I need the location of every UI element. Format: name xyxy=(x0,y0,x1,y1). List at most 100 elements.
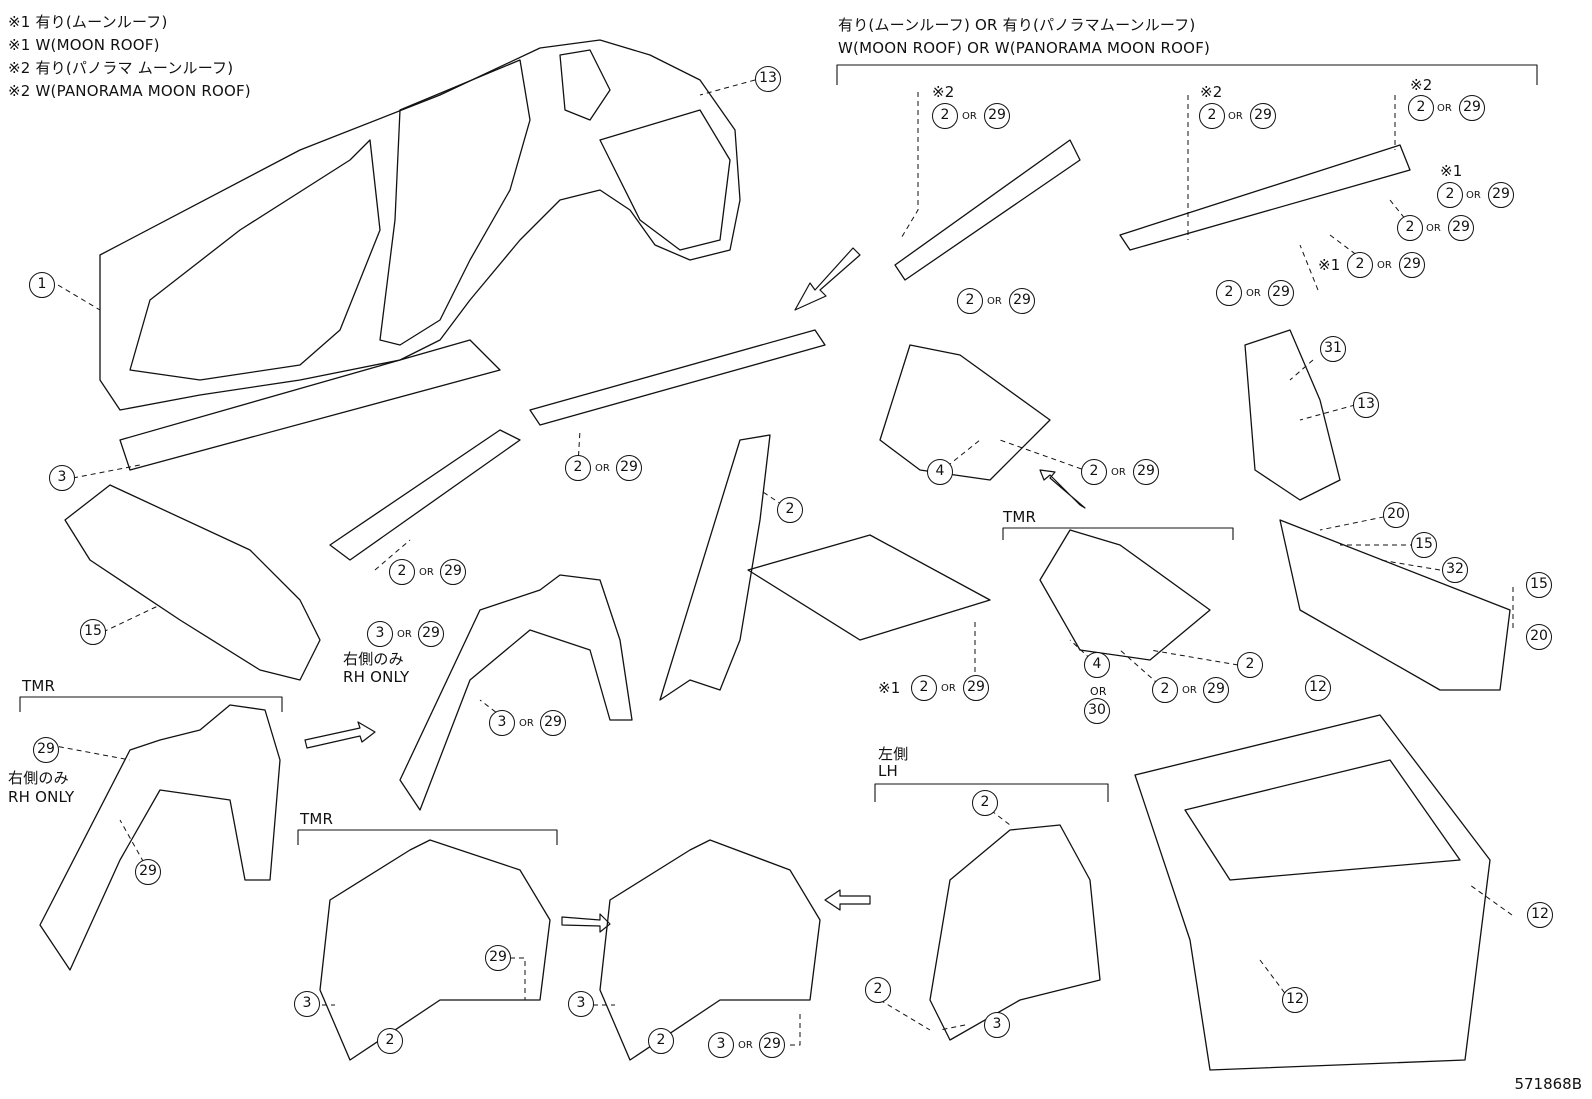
roof-panel-drawing xyxy=(747,534,991,641)
callout-29: 29 xyxy=(540,710,566,736)
mark-2: ※2 xyxy=(1410,76,1433,94)
callout-29: 29 xyxy=(759,1032,785,1058)
callout-2: 2 xyxy=(957,288,983,314)
rear-wheelhouse-drawing xyxy=(599,839,821,1061)
callout-29: 29 xyxy=(1009,288,1035,314)
mark-2: ※2 xyxy=(932,83,955,101)
callout-29: 29 xyxy=(1133,459,1159,485)
lh-en: LH xyxy=(878,762,899,780)
or-label: OR xyxy=(1246,288,1261,299)
callout-3: 3 xyxy=(708,1032,734,1058)
callout-2: 2 xyxy=(1408,95,1434,121)
rh-only-jp: 右側のみ xyxy=(8,769,69,787)
callout-2: 2 xyxy=(1199,103,1225,129)
note-1-jp: ※1 有り(ムーンルーフ) xyxy=(8,13,168,31)
callout-29: 29 xyxy=(963,675,989,701)
or-label: OR xyxy=(519,718,534,729)
callout-29: 29 xyxy=(1250,103,1276,129)
tmr-label: TMR xyxy=(1003,508,1037,526)
or-label: OR xyxy=(1426,223,1441,234)
note-2-en: ※2 W(PANORAMA MOON ROOF) xyxy=(8,82,251,100)
callout-12: 12 xyxy=(1282,987,1308,1013)
callout-12: 12 xyxy=(1527,902,1553,928)
callout-30: 31 xyxy=(1320,336,1346,362)
callout-2: 2 xyxy=(1216,280,1242,306)
callout-3: 3 xyxy=(49,465,75,491)
back-door-drawing xyxy=(1134,714,1491,1071)
mark-2: ※2 xyxy=(1200,83,1223,101)
callout-29: 29 xyxy=(485,945,511,971)
callout-32: 32 xyxy=(1442,557,1468,583)
callout-2: 2 xyxy=(911,675,937,701)
callout-2: 2 xyxy=(377,1028,403,1054)
diagram-code: 571868B xyxy=(1514,1075,1582,1093)
callout-29: 29 xyxy=(440,559,466,585)
cowl-panel-drawing xyxy=(64,484,321,681)
or-label: OR xyxy=(1228,111,1243,122)
callout-15: 15 xyxy=(1411,532,1437,558)
callout-3: 3 xyxy=(489,710,515,736)
rh-only-en: RH ONLY xyxy=(8,788,75,806)
roof-group-title-jp: 有り(ムーンルーフ) OR 有り(パノラマムーンルーフ) xyxy=(838,16,1196,34)
note-2-jp: ※2 有り(パノラマ ムーンルーフ) xyxy=(8,59,234,77)
roof-group-title-en: W(MOON ROOF) OR W(PANORAMA MOON ROOF) xyxy=(838,39,1211,57)
callout-29: 29 xyxy=(616,455,642,481)
rear-wheelhouse-drawing xyxy=(319,839,551,1061)
callout-31: 30 xyxy=(1084,698,1110,724)
callout-29: 29 xyxy=(418,621,444,647)
callout-20: 20 xyxy=(1383,502,1409,528)
mark-1: ※1 xyxy=(1440,162,1463,180)
callout-2: 2 xyxy=(1152,677,1178,703)
callout-2: 2 xyxy=(865,977,891,1003)
center-pillar-drawing xyxy=(659,434,771,701)
callout-29: 29 xyxy=(1203,677,1229,703)
callout-22: 12 xyxy=(1305,675,1331,701)
or-label: OR xyxy=(1377,260,1392,271)
or-label: OR xyxy=(738,1040,753,1051)
roof-rail-drawing xyxy=(1119,144,1411,251)
callout-2: 2 xyxy=(972,790,998,816)
or-label: OR xyxy=(1090,685,1107,698)
callout-15: 15 xyxy=(80,619,106,645)
callout-29: 29 xyxy=(1448,215,1474,241)
group-brackets xyxy=(19,64,1538,845)
callout-13: 13 xyxy=(755,66,781,92)
rear-wheelhouse-drawing xyxy=(929,824,1101,1041)
roof-rail-drawing xyxy=(894,139,1081,281)
or-label: OR xyxy=(1437,103,1452,114)
rh-only-jp: 右側のみ xyxy=(343,650,404,668)
callout-29: 29 xyxy=(33,737,59,763)
callout-2: 2 xyxy=(1081,459,1107,485)
rh-only-en: RH ONLY xyxy=(343,668,410,686)
quarter-inner-drawing xyxy=(879,344,1051,481)
lh-jp: 左側 xyxy=(878,745,909,763)
callout-2: 2 xyxy=(1237,652,1263,678)
wheelhouse-drawing xyxy=(39,704,281,971)
callout-2: 2 xyxy=(1397,215,1423,241)
or-label: OR xyxy=(1111,467,1126,478)
back-panel-drawing xyxy=(1279,519,1511,691)
callout-2: 2 xyxy=(1347,252,1373,278)
callout-3: 3 xyxy=(367,621,393,647)
back-door-drawing xyxy=(1184,759,1461,881)
callout-4: 4 xyxy=(927,459,953,485)
roof-rail-drawing xyxy=(529,329,826,426)
callout-2: 2 xyxy=(777,497,803,523)
tmr-label: TMR xyxy=(300,810,334,828)
or-label: OR xyxy=(941,683,956,694)
or-label: OR xyxy=(1466,190,1481,201)
callout-2: 2 xyxy=(932,103,958,129)
quarter-inner-drawing xyxy=(1039,529,1211,661)
callout-20: 20 xyxy=(1526,624,1552,650)
direction-arrows xyxy=(304,247,1086,933)
or-label: OR xyxy=(987,296,1002,307)
callout-3: 3 xyxy=(984,1012,1010,1038)
or-label: OR xyxy=(419,567,434,578)
tmr-label: TMR xyxy=(22,677,56,695)
callout-15: 15 xyxy=(1526,572,1552,598)
mark-1: ※1 xyxy=(1318,256,1341,274)
callout-29: 29 xyxy=(1459,95,1485,121)
callout-2: 2 xyxy=(1437,182,1463,208)
mark-1: ※1 xyxy=(878,679,901,697)
